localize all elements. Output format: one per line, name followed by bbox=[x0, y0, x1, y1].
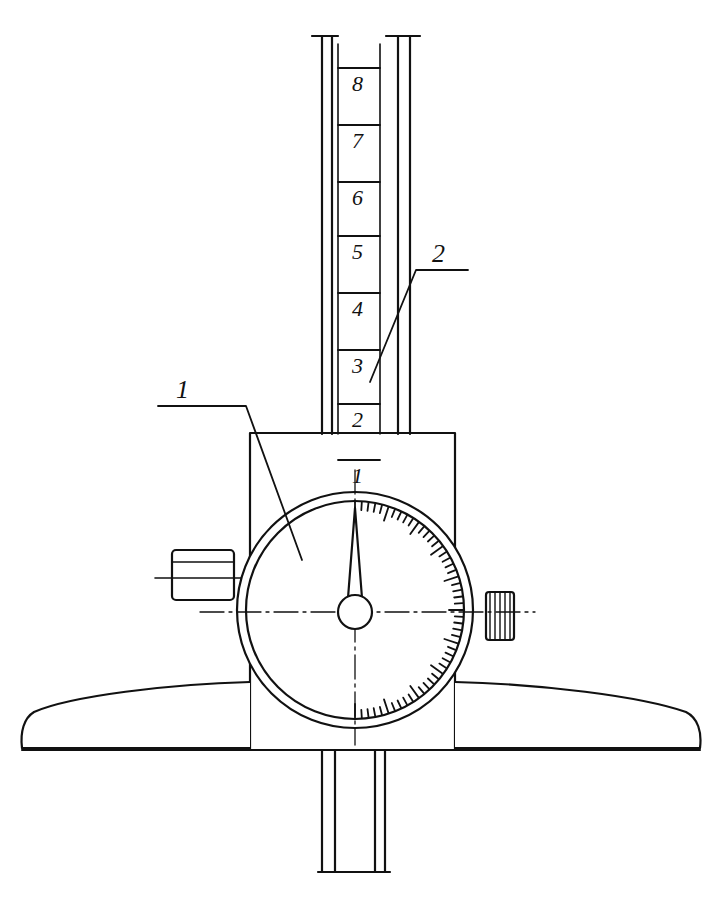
scale-tick bbox=[338, 67, 380, 69]
scale-ticks bbox=[338, 68, 380, 460]
beam-lower-end bbox=[318, 871, 390, 873]
dial-tick bbox=[455, 615, 463, 617]
dial-tick bbox=[354, 704, 356, 718]
dial-tick bbox=[392, 703, 395, 710]
dial-tick bbox=[439, 552, 446, 556]
dial-tick bbox=[374, 504, 376, 512]
dial-tick bbox=[446, 564, 453, 567]
dial-tick bbox=[360, 710, 362, 718]
clamp-screw bbox=[172, 550, 234, 600]
scale-number: 4 bbox=[352, 298, 363, 320]
scale-strip bbox=[338, 44, 380, 434]
dial-tick bbox=[454, 623, 462, 624]
dial-tick bbox=[392, 510, 395, 517]
scale-number: 2 bbox=[352, 409, 363, 431]
dial-tick bbox=[432, 674, 438, 679]
dial-tick bbox=[452, 583, 460, 585]
base-bottom bbox=[22, 749, 700, 751]
dial-tick bbox=[448, 647, 455, 650]
dial-tick bbox=[410, 523, 418, 534]
dial-tick bbox=[446, 653, 453, 656]
pointer bbox=[348, 508, 362, 598]
dial-tick bbox=[452, 635, 460, 637]
scale-tick bbox=[338, 292, 380, 294]
dial-tick bbox=[448, 570, 455, 573]
pointer-hub bbox=[338, 595, 372, 629]
dial-tick bbox=[443, 558, 450, 562]
dial-tick bbox=[443, 658, 450, 662]
dial-tick bbox=[454, 597, 462, 598]
dial-tick bbox=[444, 639, 457, 643]
dial-tick bbox=[419, 687, 424, 693]
callout-number: 2 bbox=[432, 241, 445, 267]
beam-end-line bbox=[312, 35, 420, 37]
dial-tick bbox=[410, 686, 418, 697]
dial-tick bbox=[380, 707, 382, 715]
dial-tick bbox=[409, 519, 413, 526]
clamp-screw-detail bbox=[172, 561, 234, 562]
dial-tick bbox=[424, 531, 429, 537]
scale-number: 7 bbox=[352, 130, 363, 152]
dial-tick bbox=[431, 665, 442, 673]
scale-number: 5 bbox=[352, 241, 363, 263]
dial-tick bbox=[432, 541, 438, 546]
beam-lower bbox=[322, 750, 385, 872]
scale-number: 1 bbox=[352, 465, 363, 487]
scale-tick bbox=[338, 459, 380, 461]
dial-tick bbox=[360, 502, 362, 510]
dial-tick bbox=[409, 694, 413, 701]
dial-tick bbox=[428, 679, 434, 684]
dial-tick bbox=[384, 699, 388, 712]
dial-tick bbox=[403, 515, 407, 522]
scale-number: 3 bbox=[352, 355, 363, 377]
dial-tick bbox=[419, 527, 424, 533]
scale-tick bbox=[338, 403, 380, 405]
dial-tick bbox=[398, 701, 401, 708]
dial-tick bbox=[455, 602, 463, 604]
gauge-base-left bbox=[22, 682, 251, 748]
dial-tick bbox=[428, 536, 434, 541]
dial-tick bbox=[368, 709, 369, 717]
beam-outline bbox=[322, 36, 410, 434]
knurling bbox=[490, 592, 510, 640]
leader-line bbox=[158, 406, 302, 560]
dial-tick bbox=[453, 629, 461, 631]
dial-tick bbox=[424, 683, 429, 689]
clamp-screw-axis bbox=[155, 577, 245, 579]
dial-tick bbox=[449, 609, 463, 611]
dial-tick bbox=[384, 507, 388, 520]
scale-number: 6 bbox=[352, 187, 363, 209]
dial-tick bbox=[444, 577, 457, 581]
dial-tick bbox=[431, 547, 442, 555]
dial-tick bbox=[439, 664, 446, 668]
knurled-knob bbox=[486, 592, 514, 640]
scale-tick bbox=[338, 124, 380, 126]
scale-tick bbox=[338, 181, 380, 183]
callout-number: 1 bbox=[176, 377, 189, 403]
dial-tick bbox=[374, 708, 376, 716]
dial-tick bbox=[380, 505, 382, 513]
gauge-base-right bbox=[455, 682, 700, 748]
dial-tick bbox=[403, 698, 407, 705]
leader-line bbox=[370, 270, 468, 382]
scale-tick bbox=[338, 349, 380, 351]
scale-tick bbox=[338, 235, 380, 237]
dial-tick bbox=[398, 512, 401, 519]
dial-tick bbox=[368, 503, 369, 511]
dial-tick bbox=[453, 590, 461, 592]
scale-number: 8 bbox=[352, 73, 363, 95]
